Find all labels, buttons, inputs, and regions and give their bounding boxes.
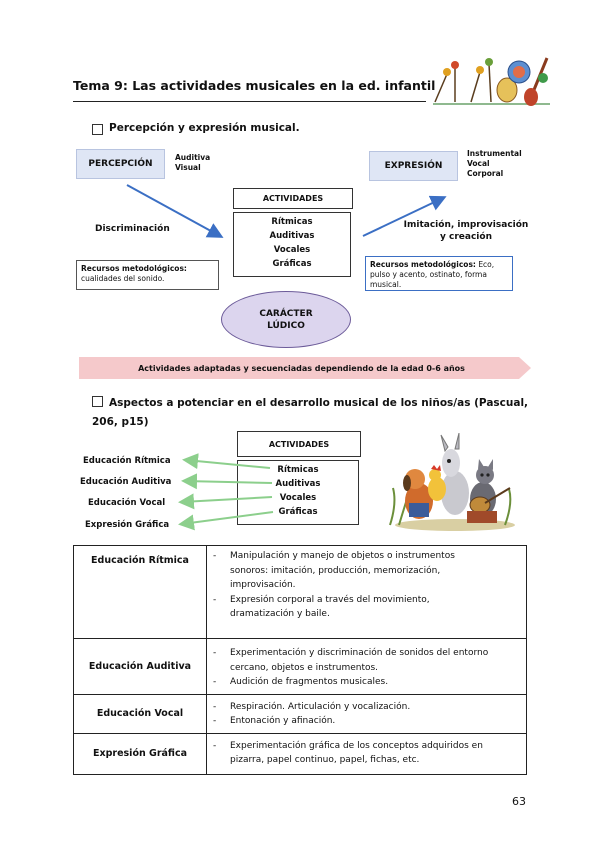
table-row: Educación Auditiva - Experimentación y d… bbox=[74, 639, 527, 695]
playful-character-ellipse: CARÁCTER LÚDICO bbox=[221, 291, 351, 348]
list-item: - Experimentación gráfica de los concept… bbox=[213, 739, 520, 768]
list-item: - Experimentación y discriminación de so… bbox=[213, 646, 520, 675]
age-banner: Actividades adaptadas y secuenciadas dep… bbox=[79, 357, 524, 379]
perception-resources-title: Recursos metodológicos: bbox=[81, 264, 187, 273]
list-item: - Manipulación y manejo de objetos o ins… bbox=[213, 549, 520, 593]
checkbox-icon bbox=[92, 396, 103, 407]
list-line: improvisación. bbox=[230, 578, 455, 593]
page-number: 63 bbox=[512, 795, 526, 808]
education-label: Educación Auditiva bbox=[80, 477, 171, 487]
animal-musicians-illustration bbox=[385, 433, 520, 533]
playful-line: LÚDICO bbox=[259, 320, 312, 332]
discrimination-label: Discriminación bbox=[95, 224, 170, 234]
expression-resources-title: Recursos metodológicos: bbox=[370, 260, 476, 269]
arrow-graphic bbox=[182, 512, 273, 524]
section1-arrows bbox=[0, 0, 600, 300]
education-label: Educación Rítmica bbox=[83, 456, 171, 466]
table-row: Educación Vocal - Respiración. Articulac… bbox=[74, 694, 527, 733]
table-row: Expresión Gráfica - Experimentación gráf… bbox=[74, 733, 527, 774]
imitation-label-line: y creación bbox=[401, 231, 531, 243]
playful-line: CARÁCTER bbox=[259, 308, 312, 320]
list-line: pizarra, papel continuo, papel, fichas, … bbox=[230, 753, 483, 768]
row-label: Educación Vocal bbox=[74, 694, 207, 733]
list-line: sonoros: imitación, producción, memoriza… bbox=[230, 564, 455, 579]
education-label: Expresión Gráfica bbox=[85, 520, 169, 530]
expression-resources-box: Recursos metodológicos: Eco, pulso y ace… bbox=[365, 256, 513, 291]
perception-resources-text: cualidades del sonido. bbox=[81, 274, 164, 283]
education-label: Educación Vocal bbox=[88, 498, 165, 508]
row-content: - Respiración. Articulación y vocalizaci… bbox=[207, 694, 527, 733]
row-content: - Manipulación y manejo de objetos o ins… bbox=[207, 546, 527, 639]
imitation-label: Imitación, improvisación y creación bbox=[401, 219, 531, 243]
section-heading-aspects: Aspectos a potenciar en el desarrollo mu… bbox=[109, 394, 529, 432]
list-item: - Respiración. Articulación y vocalizaci… bbox=[213, 700, 520, 715]
row-label: Educación Rítmica bbox=[74, 546, 207, 639]
row-content: - Experimentación gráfica de los concept… bbox=[207, 733, 527, 774]
list-item: - Expresión corporal a través del movimi… bbox=[213, 593, 520, 622]
list-line: Expresión corporal a través del movimien… bbox=[230, 593, 430, 608]
row-label: Expresión Gráfica bbox=[74, 733, 207, 774]
table-row: Educación Rítmica - Manipulación y manej… bbox=[74, 546, 527, 639]
list-line: Entonación y afinación. bbox=[230, 714, 335, 729]
list-line: Audición de fragmentos musicales. bbox=[230, 675, 388, 690]
list-line: Experimentación gráfica de los conceptos… bbox=[230, 739, 483, 754]
aspects-heading-line: Aspectos a potenciar en el desarrollo mu… bbox=[109, 394, 529, 413]
row-label: Educación Auditiva bbox=[74, 639, 207, 695]
list-line: cercano, objetos e instrumentos. bbox=[230, 661, 488, 676]
list-line: Respiración. Articulación y vocalización… bbox=[230, 700, 410, 715]
aspects-heading-line: 206, p15) bbox=[92, 413, 529, 432]
list-line: Experimentación y discriminación de soni… bbox=[230, 646, 488, 661]
perception-resources-box: Recursos metodológicos: cualidades del s… bbox=[76, 260, 219, 290]
arrow-auditory bbox=[185, 481, 272, 483]
arrow-vocal bbox=[182, 497, 272, 502]
list-item: - Audición de fragmentos musicales. bbox=[213, 675, 520, 690]
imitation-label-line: Imitación, improvisación bbox=[401, 219, 531, 231]
age-banner-text: Actividades adaptadas y secuenciadas dep… bbox=[138, 364, 465, 373]
row-content: - Experimentación y discriminación de so… bbox=[207, 639, 527, 695]
list-line: dramatización y baile. bbox=[230, 607, 430, 622]
list-line: Manipulación y manejo de objetos o instr… bbox=[230, 549, 455, 564]
list-item: - Entonación y afinación. bbox=[213, 714, 520, 729]
arrow-rhythmic bbox=[186, 460, 270, 468]
education-table: Educación Rítmica - Manipulación y manej… bbox=[73, 545, 527, 775]
